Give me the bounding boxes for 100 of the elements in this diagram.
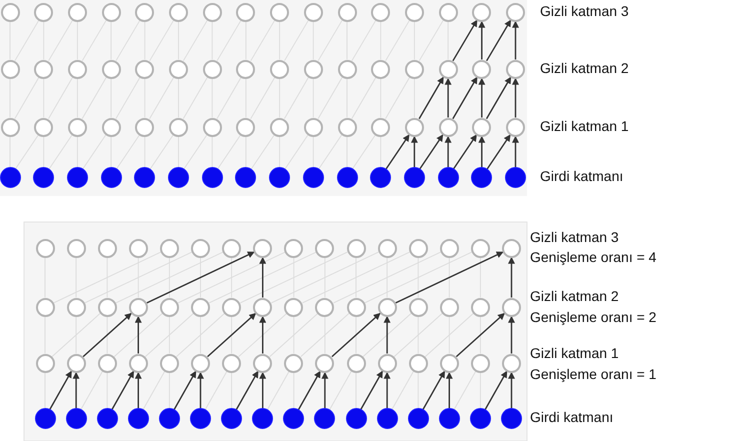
connection-line [182,20,208,62]
connection-line [300,312,350,358]
arrow [508,316,515,354]
connection-line [351,20,376,62]
connection-line [82,20,107,62]
arrow [444,78,452,118]
connection-line [14,134,39,170]
connection-line [115,252,224,304]
connection-line [216,20,242,62]
layer-label: Gizli katman 1 [530,345,619,362]
connection-line [318,76,343,120]
arrow [422,370,446,410]
connection-line [178,252,286,304]
connection-line [270,252,379,304]
layer-label: Gizli katman 3 [530,229,619,246]
connection-line [333,252,442,304]
connection-line [284,76,309,120]
connection-line [183,134,208,170]
connection-line [454,370,476,410]
arrow [484,370,508,410]
connection-line [14,20,40,62]
layer-label: Girdi katmanı [530,409,614,426]
arrow [512,78,519,118]
connection-line [217,134,242,170]
arrow [486,20,512,62]
layer-label: Gizli katman 3 [540,3,629,20]
connection-line [351,76,376,120]
layer-label: Genişleme oranı = 2 [530,309,656,326]
arrow [259,372,266,408]
arrow [456,312,505,358]
connection-line [394,312,443,358]
connection-line [216,76,242,120]
connection-line [418,20,444,62]
connection-line [302,252,410,304]
connection-line [362,312,412,358]
layer-label: Gizli katman 2 [540,60,629,77]
connection-line [142,370,166,410]
connection-line [84,252,192,304]
connection-line [82,134,106,170]
connection-line [266,370,290,410]
layer-label: Gizli katman 2 [530,288,619,305]
arrow [49,370,72,410]
arrow [173,370,196,410]
layer-label: Gizli katman 1 [540,118,629,135]
arrow [236,370,259,410]
arrow [197,372,204,408]
connection-line [176,312,225,358]
layer-label: Genişleme oranı = 1 [530,366,656,383]
connection-line [385,20,410,62]
arrow [259,316,266,354]
connection-line [150,134,174,170]
arrow [410,136,418,168]
connection-line [82,76,107,120]
arrow [207,312,256,358]
connection-line [149,76,174,120]
connection-line [144,312,194,358]
connection-line [391,370,414,410]
arrow [512,20,519,60]
arrow [512,136,519,168]
arrow [486,134,511,170]
connection-line [80,370,103,410]
connection-line [238,312,288,358]
arrow [134,316,142,354]
connection-line [284,20,309,62]
arrow [418,76,444,120]
connection-line [318,134,342,170]
arrow [452,20,478,62]
arrow [72,372,80,408]
layer-label: Girdi katmanı [540,168,624,185]
connection-line [48,76,74,120]
connection-line [269,312,318,358]
layer-label: Genişleme oranı = 4 [530,249,656,266]
arrow [134,372,142,408]
arrow [478,20,486,60]
connection-line [115,20,140,62]
arrow [444,136,452,168]
connection-line [284,134,308,170]
connection-line [424,312,474,358]
arrow [419,134,444,170]
arrow [508,372,515,408]
connection-line [114,312,163,358]
connection-line [250,76,276,120]
arrow [395,251,504,304]
connection-line [329,370,352,410]
connection-line [149,20,174,62]
connection-line [48,20,74,62]
arrow [298,370,321,410]
connection-line [52,312,101,358]
connection-line [364,252,472,304]
arrow [321,372,328,408]
arrow [332,312,381,358]
arrow [508,256,515,298]
arrow [82,312,132,358]
connection-line [352,134,376,170]
arrow [385,134,410,170]
connection-line [250,134,275,170]
connection-line [48,134,73,170]
arrow [478,136,486,168]
arrow [452,134,478,170]
connection-line [250,20,276,62]
